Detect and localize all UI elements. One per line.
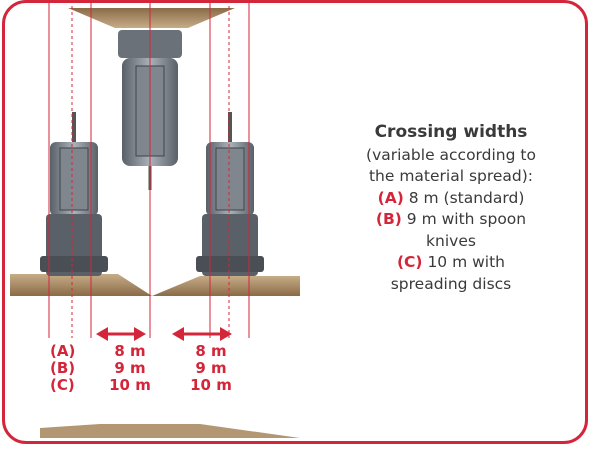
legend-item-c: (C) 10 m with bbox=[316, 252, 586, 274]
spreader-left bbox=[40, 112, 108, 276]
width-left-b: 9 m bbox=[114, 359, 146, 377]
soil-trail-top bbox=[68, 8, 235, 28]
legend-block: Crossing widths (variable according to t… bbox=[316, 122, 586, 295]
width-left-a: 8 m bbox=[114, 342, 146, 360]
arrow-left bbox=[96, 327, 146, 341]
legend-subtitle-1: (variable according to bbox=[366, 145, 536, 164]
legend-item-c-text: 10 m with bbox=[422, 253, 506, 271]
width-right-a: 8 m bbox=[195, 342, 227, 360]
legend-item-a-tag: (A) bbox=[377, 188, 404, 207]
legend-item-b-text: 9 m with spoon bbox=[401, 210, 527, 228]
legend-item-b-tag: (B) bbox=[375, 210, 402, 228]
legend-item-b-text-2: knives bbox=[426, 231, 476, 250]
legend-item-a-text: 8 m (standard) bbox=[403, 188, 525, 207]
width-right-c: 10 m bbox=[190, 376, 232, 394]
soil-trail-bottom bbox=[40, 424, 300, 438]
width-lines bbox=[48, 0, 250, 338]
legend-subtitle-2: the material spread): bbox=[368, 167, 534, 185]
arrow-right bbox=[172, 327, 232, 341]
legend-item-a: (A) 8 m (standard) bbox=[316, 188, 586, 210]
soil-trail-left bbox=[10, 274, 152, 296]
spreader-right bbox=[196, 112, 264, 276]
row-label-a: (A) bbox=[50, 342, 76, 360]
legend-title: Crossing widths bbox=[374, 122, 528, 142]
legend-item-b: (B) 9 m with spoon bbox=[316, 209, 586, 231]
row-label-c: (C) bbox=[50, 376, 75, 394]
legend-item-c-text-2: spreading discs bbox=[390, 274, 512, 293]
width-left-c: 10 m bbox=[109, 376, 151, 394]
legend-item-c-tag: (C) bbox=[396, 253, 423, 271]
width-right-b: 9 m bbox=[195, 359, 227, 377]
row-label-b: (B) bbox=[50, 359, 76, 377]
soil-trail-right bbox=[152, 276, 300, 296]
